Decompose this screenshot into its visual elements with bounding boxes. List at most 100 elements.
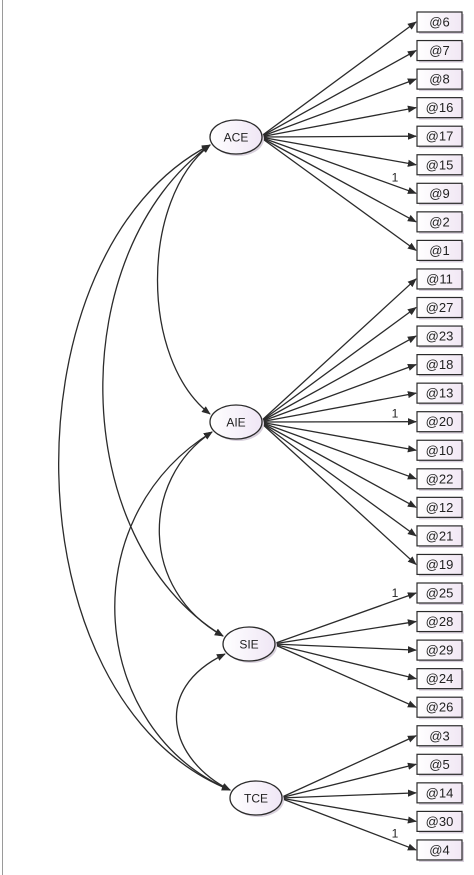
loading-arrow-sie-at-25 xyxy=(272,592,417,645)
factor-label: SIE xyxy=(239,638,258,652)
indicator-box-frame xyxy=(416,725,463,747)
indicator-label: @14 xyxy=(426,785,454,800)
indicator-box-at-26: @26 xyxy=(416,696,464,720)
indicator-label: @15 xyxy=(426,157,454,172)
indicator-label: @18 xyxy=(426,357,454,372)
indicator-label: @6 xyxy=(429,15,449,30)
indicator-box-at-12: @12 xyxy=(416,496,464,520)
indicator-label: @20 xyxy=(426,414,454,429)
loading-arrow-sie-at-24 xyxy=(272,643,417,681)
indicator-box-at-21: @21 xyxy=(416,525,464,548)
loading-arrow-aie-at-27 xyxy=(259,306,417,423)
indicator-box-frame xyxy=(416,11,463,33)
loading-arrow-sie-at-26 xyxy=(272,643,417,708)
indicator-label: @16 xyxy=(426,100,454,115)
latent-factor-sie: SIE xyxy=(222,626,277,663)
factor-ellipse xyxy=(222,626,276,662)
indicator-box-frame xyxy=(416,154,463,176)
factor-ellipse xyxy=(229,780,283,816)
loading-arrow-ace-at-15 xyxy=(259,136,417,167)
latent-factor-ace: ACE xyxy=(209,119,264,156)
indicator-label: @4 xyxy=(429,842,449,857)
indicator-label: @25 xyxy=(426,586,454,601)
loading-arrow-aie-at-11 xyxy=(259,278,417,423)
indicator-box-at-16: @16 xyxy=(416,97,464,120)
indicator-box-frame xyxy=(416,97,463,119)
indicator-label: @3 xyxy=(429,728,449,743)
latent-factor-tce: TCE xyxy=(229,780,284,817)
indicator-label: @11 xyxy=(426,271,453,286)
loading-arrow-sie-at-29 xyxy=(272,643,417,654)
loading-arrow-sie-at-28 xyxy=(272,619,417,645)
indicator-label: @28 xyxy=(426,614,454,629)
indicator-box-frame xyxy=(416,382,463,404)
covariance-arrow-ace-sie xyxy=(102,144,224,637)
indicator-label: @26 xyxy=(426,700,454,715)
indicator-box-at-2: @2 xyxy=(416,211,464,234)
loading-arrow-ace-at-8 xyxy=(259,78,417,138)
indicator-box-frame xyxy=(416,125,463,147)
indicator-box-at-28: @28 xyxy=(416,610,464,634)
indicator-box-frame xyxy=(416,411,463,433)
indicator-label: @19 xyxy=(426,557,454,572)
indicator-box-at-15: @15 xyxy=(416,154,464,177)
indicator-box-at-6: @6 xyxy=(416,11,464,34)
indicator-box-at-14: @14 xyxy=(416,782,464,805)
indicator-box-at-3: @3 xyxy=(416,725,464,748)
fixed-loading-label: 1 xyxy=(392,586,399,600)
loading-arrow-aie-at-23 xyxy=(259,335,417,423)
loading-arrow-ace-at-7 xyxy=(259,49,417,138)
indicator-label: @27 xyxy=(426,300,454,315)
indicator-box-frame xyxy=(416,753,463,775)
loading-arrow-ace-at-9 xyxy=(259,136,417,194)
indicator-box-frame xyxy=(416,696,463,718)
indicator-box-at-23: @23 xyxy=(416,325,464,349)
indicator-box-at-11: @11 xyxy=(416,268,464,291)
covariance-arrow-aie-tce xyxy=(114,431,231,791)
indicator-box-frame xyxy=(416,810,463,833)
indicator-box-frame xyxy=(416,496,463,518)
indicator-box-frame xyxy=(416,268,463,290)
factor-ellipse xyxy=(209,119,263,155)
loading-arrow-tce-at-3 xyxy=(279,735,417,799)
loading-arrow-ace-at-6 xyxy=(259,21,417,138)
indicator-box-frame xyxy=(416,610,463,633)
loading-arrow-tce-at-14 xyxy=(279,789,417,799)
indicator-box-frame xyxy=(416,39,463,62)
indicator-box-frame xyxy=(416,553,463,576)
indicator-box-at-27: @27 xyxy=(416,296,464,320)
indicator-box-at-7: @7 xyxy=(416,39,464,63)
indicator-box-frame xyxy=(416,639,463,661)
fixed-loading-label: 1 xyxy=(392,407,399,421)
indicator-box-at-5: @5 xyxy=(416,753,464,777)
factor-ellipse xyxy=(209,404,263,440)
indicator-label: @1 xyxy=(429,243,449,258)
indicator-box-at-25: @25 xyxy=(416,582,464,605)
indicator-box-frame xyxy=(416,211,463,233)
indicator-box-at-13: @13 xyxy=(416,382,464,406)
factor-label: TCE xyxy=(244,792,268,806)
indicator-box-frame xyxy=(416,839,463,861)
loading-arrow-tce-at-30 xyxy=(279,797,417,824)
indicator-box-frame xyxy=(416,296,463,319)
loading-arrow-ace-at-2 xyxy=(259,136,417,223)
loading-arrow-aie-at-13 xyxy=(259,391,417,423)
indicator-box-at-22: @22 xyxy=(416,468,464,491)
indicator-box-frame xyxy=(416,68,463,90)
indicator-label: @24 xyxy=(426,671,454,686)
loading-arrow-aie-at-12 xyxy=(259,421,417,508)
indicator-box-at-20: @20 xyxy=(416,411,464,434)
loading-arrow-tce-at-5 xyxy=(279,762,417,799)
indicator-box-at-17: @17 xyxy=(416,125,464,149)
loading-arrow-aie-at-10 xyxy=(259,421,417,453)
indicator-box-frame xyxy=(416,582,463,604)
covariance-arrow-ace-tce xyxy=(58,144,231,791)
indicator-box-at-1: @1 xyxy=(416,239,464,263)
loading-arrow-ace-at-1 xyxy=(259,136,417,251)
loading-arrow-aie-at-21 xyxy=(259,421,417,537)
indicator-label: @23 xyxy=(426,329,454,344)
